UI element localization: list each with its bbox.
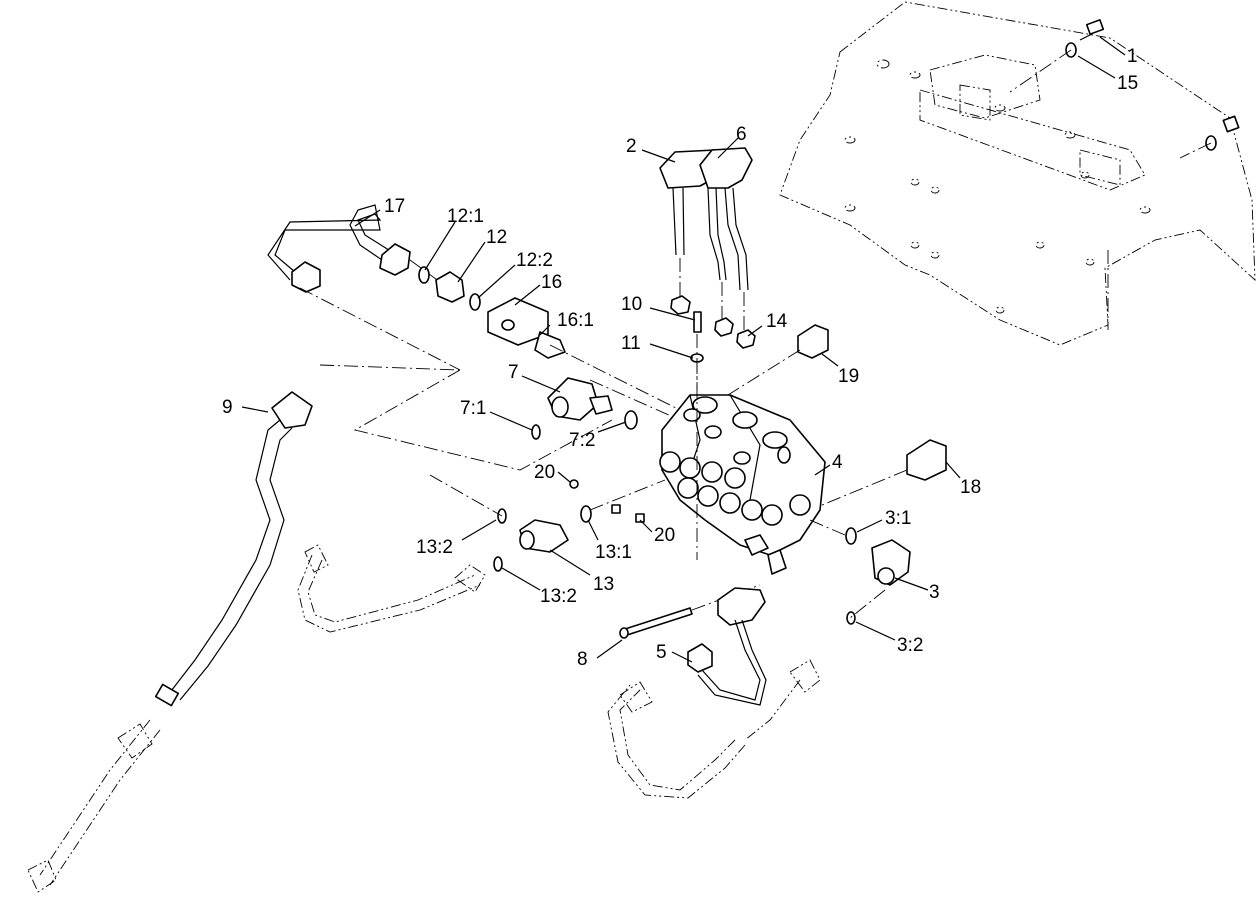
callout-labels: 1 15 2 6 17 12:1 12 12:2 16 16:1 10 14 1… (222, 46, 1138, 670)
control-handles (659, 147, 753, 330)
callout-5: 5 (656, 642, 667, 663)
elbow-fitting-lower (809, 519, 911, 625)
callout-7: 7 (508, 362, 519, 383)
callout-13: 13 (593, 574, 614, 595)
callout-1: 1 (1127, 46, 1138, 67)
nuts-group (670, 295, 756, 390)
valve-body (659, 360, 826, 575)
callout-3-1: 3:1 (885, 508, 911, 529)
fitting-group-upper (418, 266, 681, 411)
frame-phantom (779, 1, 1256, 346)
elbow-fitting-upper (531, 377, 681, 489)
callout-12-1: 12:1 (447, 206, 484, 227)
bolt-and-washer (1009, 19, 1240, 159)
callout-15: 15 (1117, 73, 1138, 94)
callout-16-1: 16:1 (557, 310, 594, 331)
lower-handle (607, 587, 821, 799)
callout-10: 10 (621, 294, 642, 315)
callout-13-2b: 13:2 (540, 586, 577, 607)
callout-14: 14 (766, 311, 788, 332)
callout-19: 19 (838, 366, 859, 387)
callout-20a: 20 (534, 462, 555, 483)
hose-phantom-lower (297, 544, 486, 633)
hose-assembly (27, 391, 313, 893)
leader-lines (241, 36, 1126, 663)
callout-12-2: 12:2 (516, 250, 553, 271)
callout-17: 17 (384, 196, 405, 217)
callout-20b: 20 (654, 525, 675, 546)
callout-7-1: 7:1 (460, 398, 486, 419)
callout-13-1: 13:1 (595, 542, 632, 563)
phantom-loop (319, 364, 613, 471)
callout-16: 16 (541, 272, 562, 293)
callout-2: 2 (626, 136, 637, 157)
callout-13-2a: 13:2 (416, 537, 453, 558)
callout-3-2: 3:2 (897, 635, 923, 656)
callout-6: 6 (736, 124, 747, 145)
callout-8: 8 (577, 649, 588, 670)
callout-9: 9 (222, 397, 233, 418)
callout-12: 12 (486, 227, 507, 248)
callout-4: 4 (832, 452, 843, 473)
callout-18: 18 (960, 477, 981, 498)
callout-11: 11 (621, 333, 641, 354)
tee-fitting (429, 474, 666, 572)
tube-assembly (267, 204, 461, 371)
callout-3: 3 (929, 582, 940, 603)
callout-7-2: 7:2 (569, 430, 595, 451)
spacer-blocks (719, 250, 1109, 511)
